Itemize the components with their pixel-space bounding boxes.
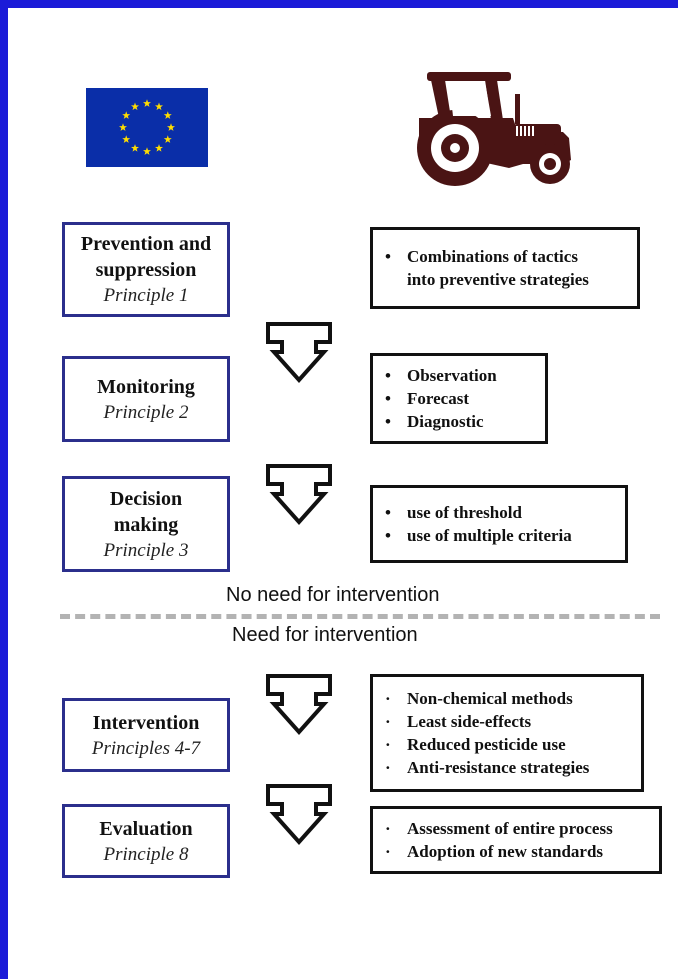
divider-line <box>60 614 660 619</box>
step-principle: Principle 1 <box>103 285 189 306</box>
detail-text: Assessment of entire process <box>407 819 613 838</box>
eu-star <box>163 111 172 119</box>
down-arrow-icon <box>266 464 332 526</box>
bullet: • <box>385 247 391 266</box>
list-item: ·Assessment of entire process <box>385 819 613 838</box>
step-title: Intervention <box>92 711 200 734</box>
step-title: Monitoring <box>97 375 195 398</box>
step-principle: Principles 4-7 <box>91 737 201 759</box>
eu-flag-icon <box>86 88 208 167</box>
step-principle: Principle 8 <box>103 843 189 865</box>
down-arrow-icon <box>266 784 332 846</box>
step-evaluation-box: Evaluation Principle 8 <box>62 804 230 878</box>
detail-text: Adoption of new standards <box>407 842 604 861</box>
detail-box-2: •Observation •Forecast •Diagnostic <box>370 353 548 444</box>
list-item: •Forecast <box>385 389 469 408</box>
no-intervention-label: No need for intervention <box>226 584 440 606</box>
step-prevention-box: Prevention and suppression Principle 1 <box>62 222 230 317</box>
eu-star <box>155 102 163 111</box>
eu-star <box>155 144 163 152</box>
detail-text: into preventive strategies <box>407 270 589 289</box>
step-principle: Principle 2 <box>103 401 189 423</box>
list-item: •Observation <box>385 366 497 385</box>
list-item: • Combinations of tactics <box>373 245 637 268</box>
eu-star <box>122 135 131 143</box>
list-item: •use of threshold <box>385 503 522 522</box>
tractor-icon <box>417 72 571 186</box>
step-title: Evaluation <box>99 817 193 840</box>
eu-star <box>122 111 131 119</box>
step-monitoring-box: Monitoring Principle 2 <box>62 356 230 442</box>
step-title: Decision <box>109 487 183 510</box>
eu-star <box>143 147 151 155</box>
detail-text: Forecast <box>407 389 469 408</box>
detail-box-4: ·Non-chemical methods ·Least side-effect… <box>370 674 644 792</box>
detail-text: Combinations of tactics <box>407 247 578 266</box>
eu-star <box>163 135 172 143</box>
eu-star <box>143 99 151 107</box>
step-principle: Principle 3 <box>103 539 189 561</box>
down-arrow-icon <box>266 674 332 736</box>
list-item: into preventive strategies <box>373 268 637 291</box>
detail-text: Least side-effects <box>407 712 532 731</box>
list-item: ·Reduced pesticide use <box>385 735 566 754</box>
list-item: •Diagnostic <box>385 412 484 431</box>
list-item: ·Non-chemical methods <box>385 689 573 708</box>
list-item: •use of multiple criteria <box>385 526 572 545</box>
eu-star <box>131 102 139 111</box>
list-item: ·Anti-resistance strategies <box>385 758 590 777</box>
list-item: ·Adoption of new standards <box>385 842 604 861</box>
eu-star <box>119 123 127 131</box>
detail-text: Reduced pesticide use <box>407 735 566 754</box>
step-title: suppression <box>95 259 197 281</box>
detail-text: Observation <box>407 366 497 385</box>
eu-star <box>131 144 139 152</box>
step-title: Prevention and <box>80 233 212 255</box>
step-title: making <box>113 513 179 536</box>
detail-text: use of multiple criteria <box>407 526 572 545</box>
detail-text: Diagnostic <box>407 412 484 431</box>
need-intervention-label: Need for intervention <box>232 624 418 646</box>
list-item: ·Least side-effects <box>385 712 532 731</box>
detail-text: Anti-resistance strategies <box>407 758 590 777</box>
detail-box-5: ·Assessment of entire process ·Adoption … <box>370 806 662 874</box>
step-intervention-box: Intervention Principles 4-7 <box>62 698 230 772</box>
detail-text: use of threshold <box>407 503 522 522</box>
step-decision-box: Decision making Principle 3 <box>62 476 230 572</box>
detail-box-3: •use of threshold •use of multiple crite… <box>370 485 628 563</box>
detail-box-1: • Combinations of tactics into preventive… <box>370 227 640 309</box>
detail-text: Non-chemical methods <box>407 689 573 708</box>
eu-star <box>167 123 175 131</box>
down-arrow-icon <box>266 322 332 384</box>
